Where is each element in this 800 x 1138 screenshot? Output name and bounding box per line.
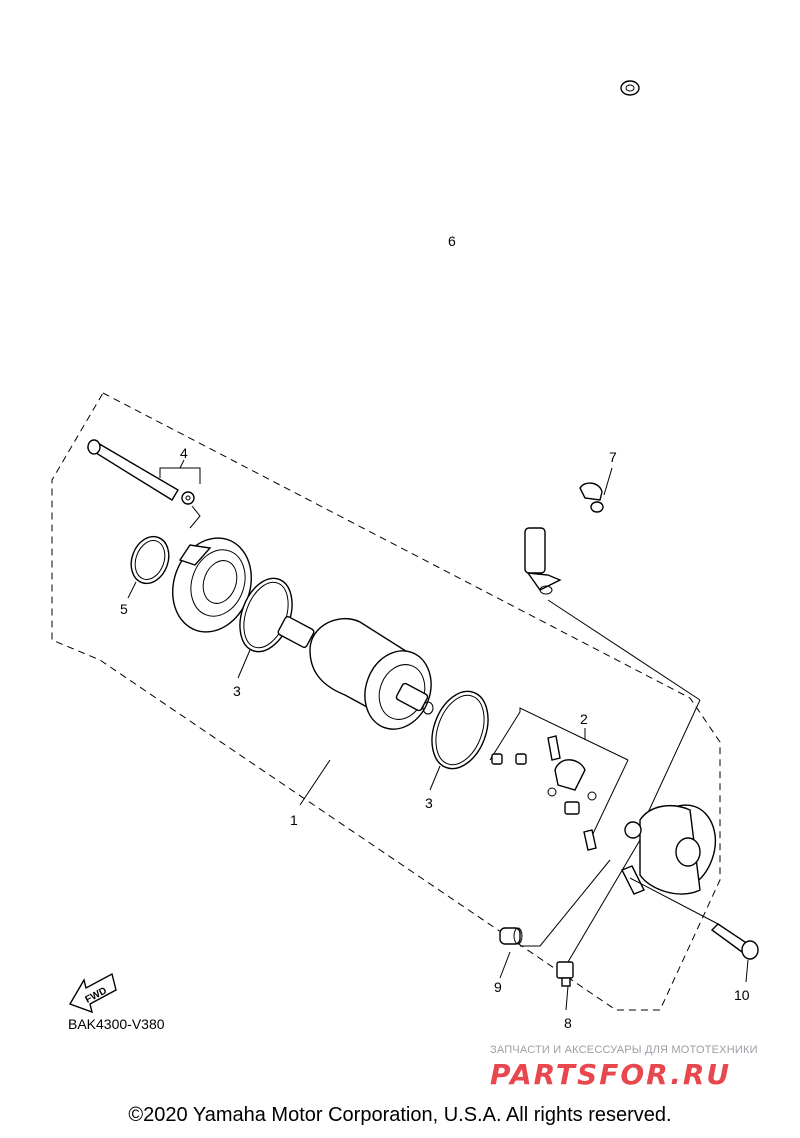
o-ring-3b [431, 690, 489, 770]
bolt-8 [556, 839, 641, 1011]
o-ring-5 [130, 535, 170, 585]
copyright-notice: ©2020 Yamaha Motor Corporation, U.S.A. A… [128, 1104, 672, 1126]
rear-cover [621, 804, 721, 926]
callout-8: 8 [564, 1015, 572, 1031]
diagram-code: BAK4300-V380 [68, 1016, 165, 1032]
callout-4: 4 [180, 445, 188, 461]
callout-2: 2 [580, 711, 588, 727]
assembly-outline [51, 392, 721, 1011]
fwd-arrow-icon: FWD [68, 972, 117, 1014]
callout-7: 7 [609, 449, 617, 465]
bolt-10 [710, 923, 759, 983]
callout-9: 9 [494, 979, 502, 995]
front-cover [171, 537, 253, 633]
watermark-logo: PARTSFOR.RU [490, 1058, 732, 1091]
bushing-9 [499, 859, 611, 979]
through-bolt [86, 439, 201, 529]
callout-6: 6 [448, 233, 456, 249]
callout-3a: 3 [233, 683, 241, 699]
watermark-subtitle: ЗАПЧАСТИ И АКСЕССУАРЫ ДЛЯ МОТОТЕХНИКИ [490, 1044, 758, 1056]
brush-set [489, 707, 629, 851]
callout-3b: 3 [425, 795, 433, 811]
motor-yoke [277, 616, 434, 730]
starter-cable [454, 65, 701, 831]
callout-10: 10 [734, 987, 750, 1003]
callout-1: 1 [290, 812, 298, 828]
callout-5: 5 [120, 601, 128, 617]
cable-clamp [579, 467, 613, 513]
